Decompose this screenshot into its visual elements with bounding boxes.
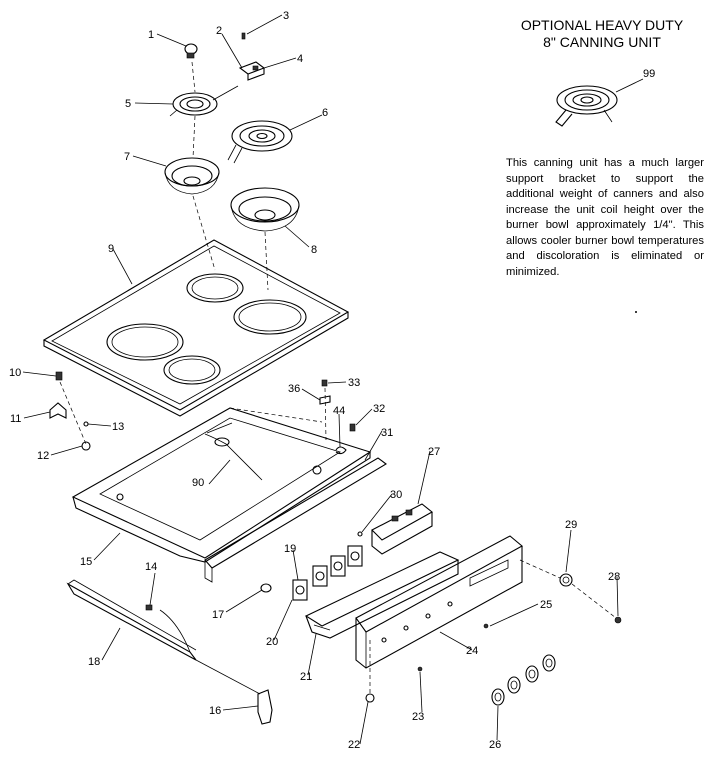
title-line-2: 8" CANNING UNIT: [543, 34, 661, 50]
callout-15: 15: [80, 556, 92, 568]
callout-10: 10: [9, 367, 21, 379]
callout-99: 99: [643, 68, 655, 80]
part-17-insulator: [260, 583, 272, 593]
callout-8: 8: [311, 244, 317, 256]
part-18-front-trim: [66, 579, 197, 661]
part-19-switch: [312, 545, 363, 587]
part-13-clip: [83, 421, 89, 427]
callout-31: 31: [381, 427, 393, 439]
part-22-nut: [365, 693, 375, 703]
callout-28: 28: [608, 571, 620, 583]
callout-29: 29: [565, 519, 577, 531]
part-9-cooktop: [42, 239, 350, 417]
callout-2: 2: [216, 25, 222, 37]
stray-dot: [635, 311, 637, 313]
part-25-screw: [483, 623, 489, 629]
callout-14: 14: [145, 561, 157, 573]
callout-23: 23: [412, 711, 424, 723]
part-23-screw: [417, 666, 423, 672]
callout-24: 24: [466, 645, 478, 657]
callout-21: 21: [300, 671, 312, 683]
callout-labels: 1 2 3 4 5 6 7 8 9 10 11 12 13 14 15 16 1…: [9, 10, 655, 751]
part-29-end-cap: [559, 573, 573, 587]
callout-5: 5: [125, 98, 131, 110]
part-90-wiring-harness: [204, 422, 263, 481]
title-line-1: OPTIONAL HEAVY DUTY: [520, 17, 684, 33]
part-1-cap: [184, 43, 198, 59]
part-27-infinite-switch: [371, 503, 433, 555]
part-31-rail: [204, 457, 387, 583]
callout-13: 13: [112, 421, 124, 433]
part-5-small-element: [169, 85, 239, 117]
part-6-large-element: [227, 120, 293, 164]
callout-17: 17: [212, 609, 224, 621]
callout-9: 9: [108, 243, 114, 255]
part-21-control-housing: [304, 551, 460, 639]
part-3-screw: [241, 32, 246, 40]
callout-44: 44: [333, 405, 345, 417]
part-20-switch: [292, 579, 308, 601]
part-28-screw: [614, 616, 622, 624]
part-24-control-panel: [355, 535, 523, 669]
callout-27: 27: [428, 446, 440, 458]
callout-19: 19: [284, 543, 296, 555]
callout-26: 26: [489, 739, 501, 751]
part-11-bracket: [49, 402, 67, 419]
part-14-clip: [145, 604, 153, 611]
part-16-side-bracket: [195, 659, 273, 725]
part-30-terminal: [357, 531, 363, 537]
part-33-screw: [321, 379, 328, 387]
part-26-control-knobs: [491, 654, 556, 706]
canning-unit-description: This canning unit has a much larger supp…: [506, 157, 704, 278]
callout-30: 30: [390, 489, 402, 501]
part-8-large-drip-bowl: [230, 187, 300, 232]
callout-18: 18: [88, 656, 100, 668]
callout-4: 4: [297, 53, 303, 65]
callout-12: 12: [37, 450, 49, 462]
callout-11: 11: [10, 413, 21, 425]
diagram-title: OPTIONAL HEAVY DUTY 8" CANNING UNIT: [497, 17, 707, 51]
callout-7: 7: [124, 151, 130, 163]
callout-3: 3: [283, 10, 289, 22]
callout-1: 1: [148, 29, 154, 41]
callout-16: 16: [209, 705, 221, 717]
part-99-canning-unit: [555, 85, 618, 127]
part-7-small-drip-bowl: [164, 157, 220, 195]
callout-90: 90: [192, 477, 204, 489]
part-2-4-terminal-block: [238, 61, 266, 81]
part-10-screw: [55, 371, 63, 381]
callout-36: 36: [288, 383, 300, 395]
part-36-clip: [319, 395, 331, 405]
part-44-spring-clip: [335, 446, 347, 455]
callout-32: 32: [373, 403, 385, 415]
callout-6: 6: [322, 107, 328, 119]
callout-25: 25: [540, 599, 552, 611]
part-32-screw: [349, 423, 356, 432]
leader-lines: [22, 14, 644, 745]
callout-33: 33: [348, 377, 360, 389]
callout-20: 20: [266, 636, 278, 648]
callout-22: 22: [348, 739, 360, 751]
